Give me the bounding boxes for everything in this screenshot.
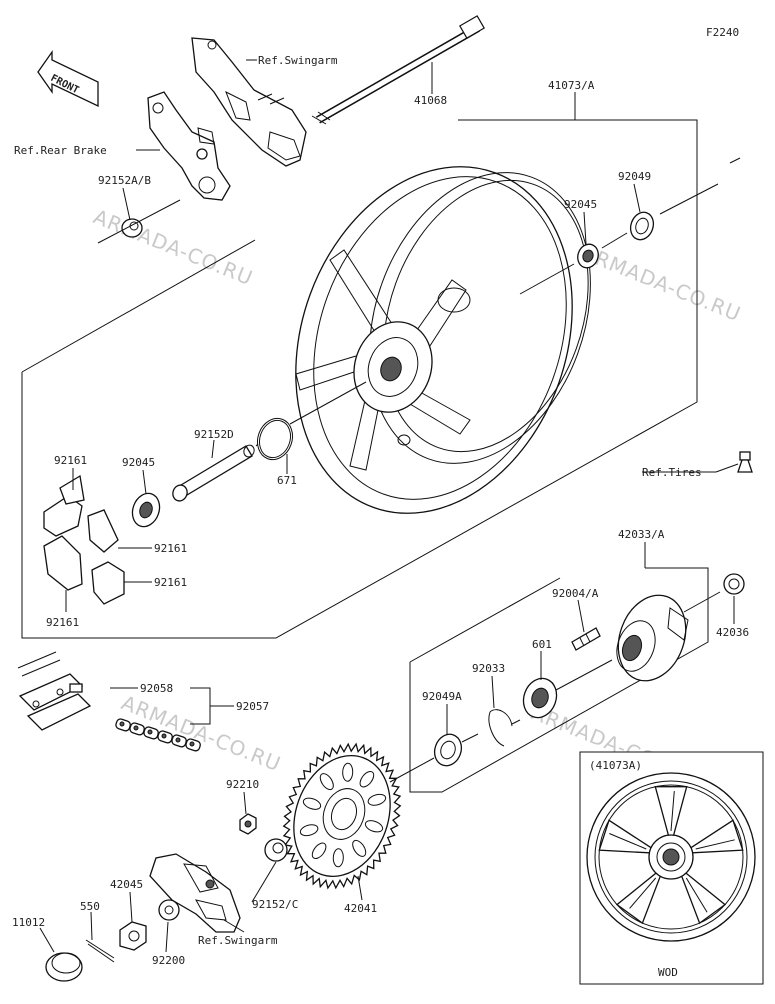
label-41073a: 41073/A: [548, 79, 595, 92]
chain-pin: [147, 729, 153, 735]
label-92161-top: 92161: [54, 454, 87, 467]
sprocket-hole: [302, 797, 322, 810]
bearing-92045-left: [131, 492, 161, 528]
bearing-92045-top: [577, 243, 599, 269]
label-41068: 41068: [414, 94, 447, 107]
hub-group-box: [409, 567, 709, 793]
circlip-92033: [488, 709, 513, 747]
axle: [311, 15, 485, 125]
label-92004a: 92004/A: [552, 587, 599, 600]
label-92045-left: 92045: [122, 456, 155, 469]
front-arrow-icon: FRONT: [37, 49, 99, 108]
sprocket-hole: [367, 793, 387, 806]
label-92161-bot: 92161: [46, 616, 79, 629]
sprocket-hole: [319, 773, 334, 791]
seal-92049: [629, 211, 655, 241]
washer-92200: [158, 899, 180, 921]
label-11012: 11012: [12, 916, 45, 929]
label-42033a: 42033/A: [618, 528, 665, 541]
label-92033: 92033: [472, 662, 505, 675]
leader-lines: [39, 59, 741, 953]
label-42045: 42045: [110, 878, 143, 891]
label-42041: 42041: [344, 902, 377, 915]
collar-42036: [723, 573, 745, 595]
label-92049: 92049: [618, 170, 651, 183]
bearing-601: [522, 677, 558, 719]
sprocket-hub-42033: [616, 594, 689, 682]
seal-92049a: [433, 733, 463, 767]
label-92152d: 92152D: [194, 428, 234, 441]
collar-92152c: [264, 838, 288, 862]
o-ring-671: [256, 417, 294, 461]
label-92161-mid: 92161: [154, 542, 187, 555]
label-601: 601: [532, 638, 552, 651]
sprocket-hole: [332, 848, 344, 868]
sprocket-hole: [364, 820, 384, 833]
sprocket-hole: [299, 824, 319, 837]
label-92152c: 92152/C: [252, 898, 298, 911]
sprocket-hole: [359, 770, 375, 788]
wheel-group-box: [21, 119, 698, 639]
diagram-code: F2240: [706, 26, 739, 39]
valve-stem: [737, 451, 753, 473]
swingarm-bracket: [191, 37, 307, 167]
rear-wheel: [295, 166, 591, 514]
label-92049a: 92049A: [422, 690, 462, 703]
label-92045-top: 92045: [564, 198, 597, 211]
sprocket-hole: [352, 839, 367, 857]
rear-brake-bracket: [147, 91, 231, 201]
label-ref-rear-brake: Ref.Rear Brake: [14, 144, 107, 157]
label-550: 550: [80, 900, 100, 913]
swingarm-bracket-lower: [149, 853, 241, 933]
label-92057: 92057: [236, 700, 269, 713]
collar-92152d: [172, 444, 255, 502]
label-ref-swingarm-top: Ref.Swingarm: [258, 54, 338, 67]
label-ref-tires: Ref.Tires: [642, 466, 702, 479]
inset-spoke-groove: [629, 877, 657, 909]
label-42036: 42036: [716, 626, 749, 639]
watermark: ARMADA-CO.RU: [578, 240, 744, 326]
dampers-92161: [43, 474, 125, 605]
watermark: ARMADA-CO.RU: [90, 204, 256, 290]
label-671: 671: [277, 474, 297, 487]
chain-pin: [175, 737, 181, 743]
label-92200: 92200: [152, 954, 185, 967]
rear-sprocket-42041: [282, 742, 402, 890]
inset-wheel: [586, 772, 756, 942]
inset-caption: WOD: [658, 966, 678, 979]
inset-spoke-groove: [685, 877, 708, 913]
label-92058: 92058: [140, 682, 173, 695]
inset-spoke-groove: [670, 791, 675, 832]
chain-pin: [189, 741, 195, 747]
inset-spoke-groove: [609, 833, 647, 850]
chain-pin: [119, 721, 125, 727]
chain-pin: [161, 733, 167, 739]
adjuster-nut-42045: [119, 921, 147, 951]
inset-spoke-groove: [695, 839, 735, 850]
chain-92057: [17, 651, 201, 752]
label-ref-swingarm-bot: Ref.Swingarm: [198, 934, 278, 947]
label-92152ab: 92152A/B: [98, 174, 151, 187]
label-92161-low: 92161: [154, 576, 187, 589]
cap-11012: [45, 952, 83, 982]
stud-92004a: [571, 627, 601, 651]
sprocket-hole: [311, 842, 327, 860]
cotter-pin-550: [85, 939, 115, 963]
label-92210: 92210: [226, 778, 259, 791]
inset-title: (41073A): [589, 759, 642, 772]
nut-92210: [239, 813, 257, 835]
sprocket-hole: [342, 762, 354, 782]
chain-pin: [133, 725, 139, 731]
